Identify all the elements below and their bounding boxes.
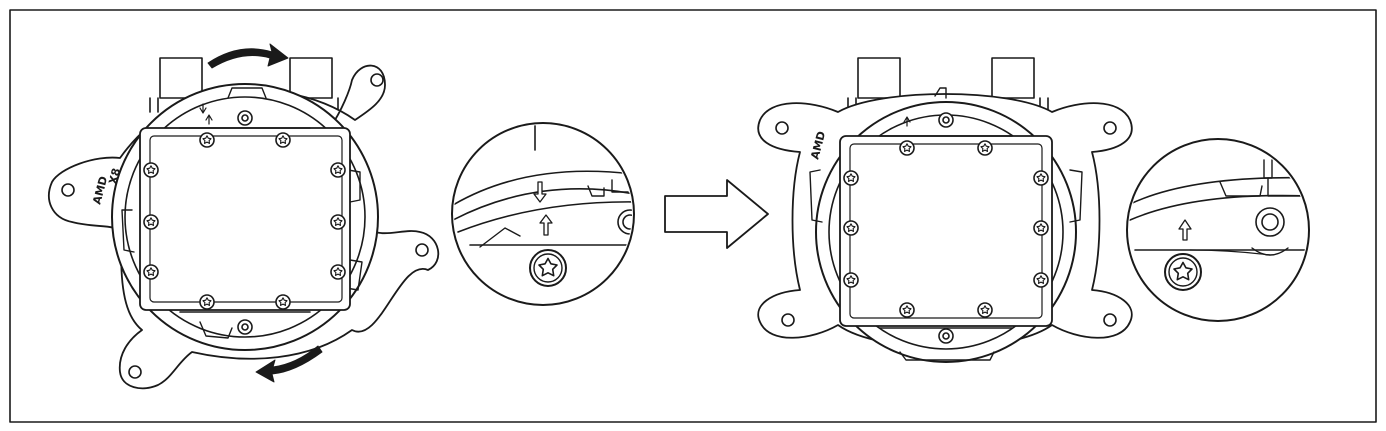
- cooler-after-rotation: AMD: [757, 57, 1133, 363]
- retention-ring-inner: [124, 96, 366, 338]
- step-arrow-icon: [664, 179, 769, 249]
- cold-plate: [139, 127, 351, 311]
- alignment-arrow-icon: [199, 103, 213, 125]
- detail-zoom-before: [451, 122, 635, 306]
- figure-frame: [9, 9, 1377, 423]
- torx-screw-icon: [529, 249, 567, 287]
- cooler-before-rotation: AMD X8: [48, 43, 440, 390]
- hose-connectors: [847, 57, 1049, 113]
- hose-connectors: [149, 57, 347, 113]
- alignment-arrow-icon: [903, 116, 911, 127]
- detail-zoom-after: [1126, 138, 1310, 322]
- bracket-label-model: X8: [106, 167, 123, 186]
- cold-plate: [839, 135, 1053, 327]
- torx-screw-icon: [1164, 253, 1202, 291]
- alignment-arrow-icon: [539, 214, 553, 236]
- rotate-clockwise-arrow-icon: [207, 43, 289, 69]
- alignment-arrow-icon: [1178, 219, 1192, 241]
- rotate-counterclockwise-arrow-icon: [255, 345, 323, 383]
- alignment-arrow-icon: [533, 181, 547, 203]
